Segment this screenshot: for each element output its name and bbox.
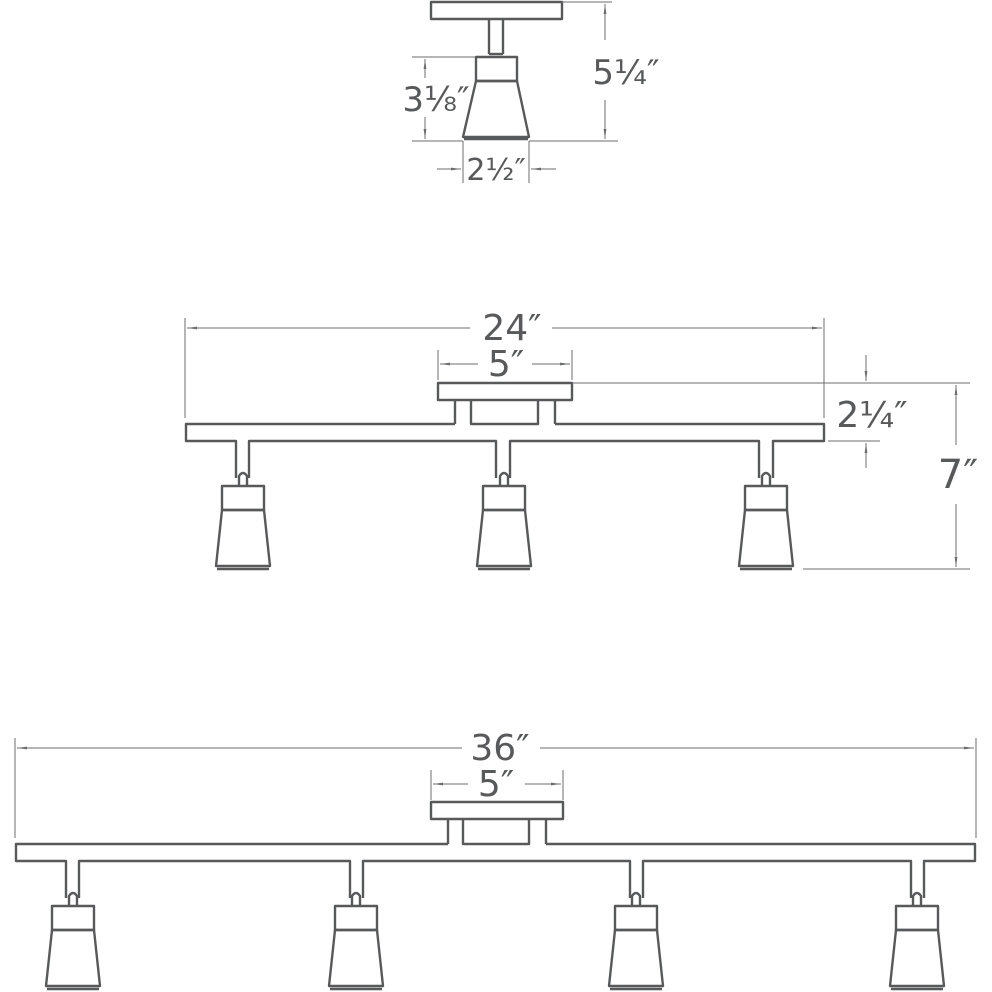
spot-head-3 <box>607 891 665 991</box>
canopy-plate <box>429 800 565 821</box>
three-light-drop-label: 2¼″ <box>836 395 907 436</box>
track-bar <box>14 842 977 898</box>
single-head-width-label: 2½″ <box>466 153 525 188</box>
canopy-mount <box>446 819 548 846</box>
spot-head-2 <box>475 471 533 571</box>
spot-collar <box>474 55 519 83</box>
single-head-height-label: 3⅛″ <box>402 80 469 120</box>
spot-head-2 <box>327 891 385 991</box>
four-light-length-label: 36″ <box>470 728 529 769</box>
four-light-view: 36″ 5″ <box>14 728 977 991</box>
four-light-canopy-label: 5″ <box>478 764 514 805</box>
single-overall-height-label: 5¼″ <box>592 53 659 93</box>
three-light-canopy-label: 5″ <box>488 344 524 385</box>
stem <box>487 19 505 54</box>
spot-shade <box>461 79 531 139</box>
spot-head-1 <box>44 891 102 991</box>
spot-head-4 <box>888 891 946 991</box>
spot-head-3 <box>737 471 795 571</box>
single-spot-view: 5¼″ 3⅛″ 2½″ <box>402 0 660 188</box>
spot-head-1 <box>214 471 272 571</box>
canopy-plate <box>436 381 574 402</box>
three-light-height-label: 7″ <box>938 452 978 498</box>
three-light-view: 24″ 5″ 2¼″ 7″ <box>184 308 978 571</box>
three-light-length-label: 24″ <box>482 308 541 349</box>
canopy-mount <box>453 400 557 426</box>
track-bar <box>184 422 826 478</box>
canopy-plate <box>429 0 564 21</box>
